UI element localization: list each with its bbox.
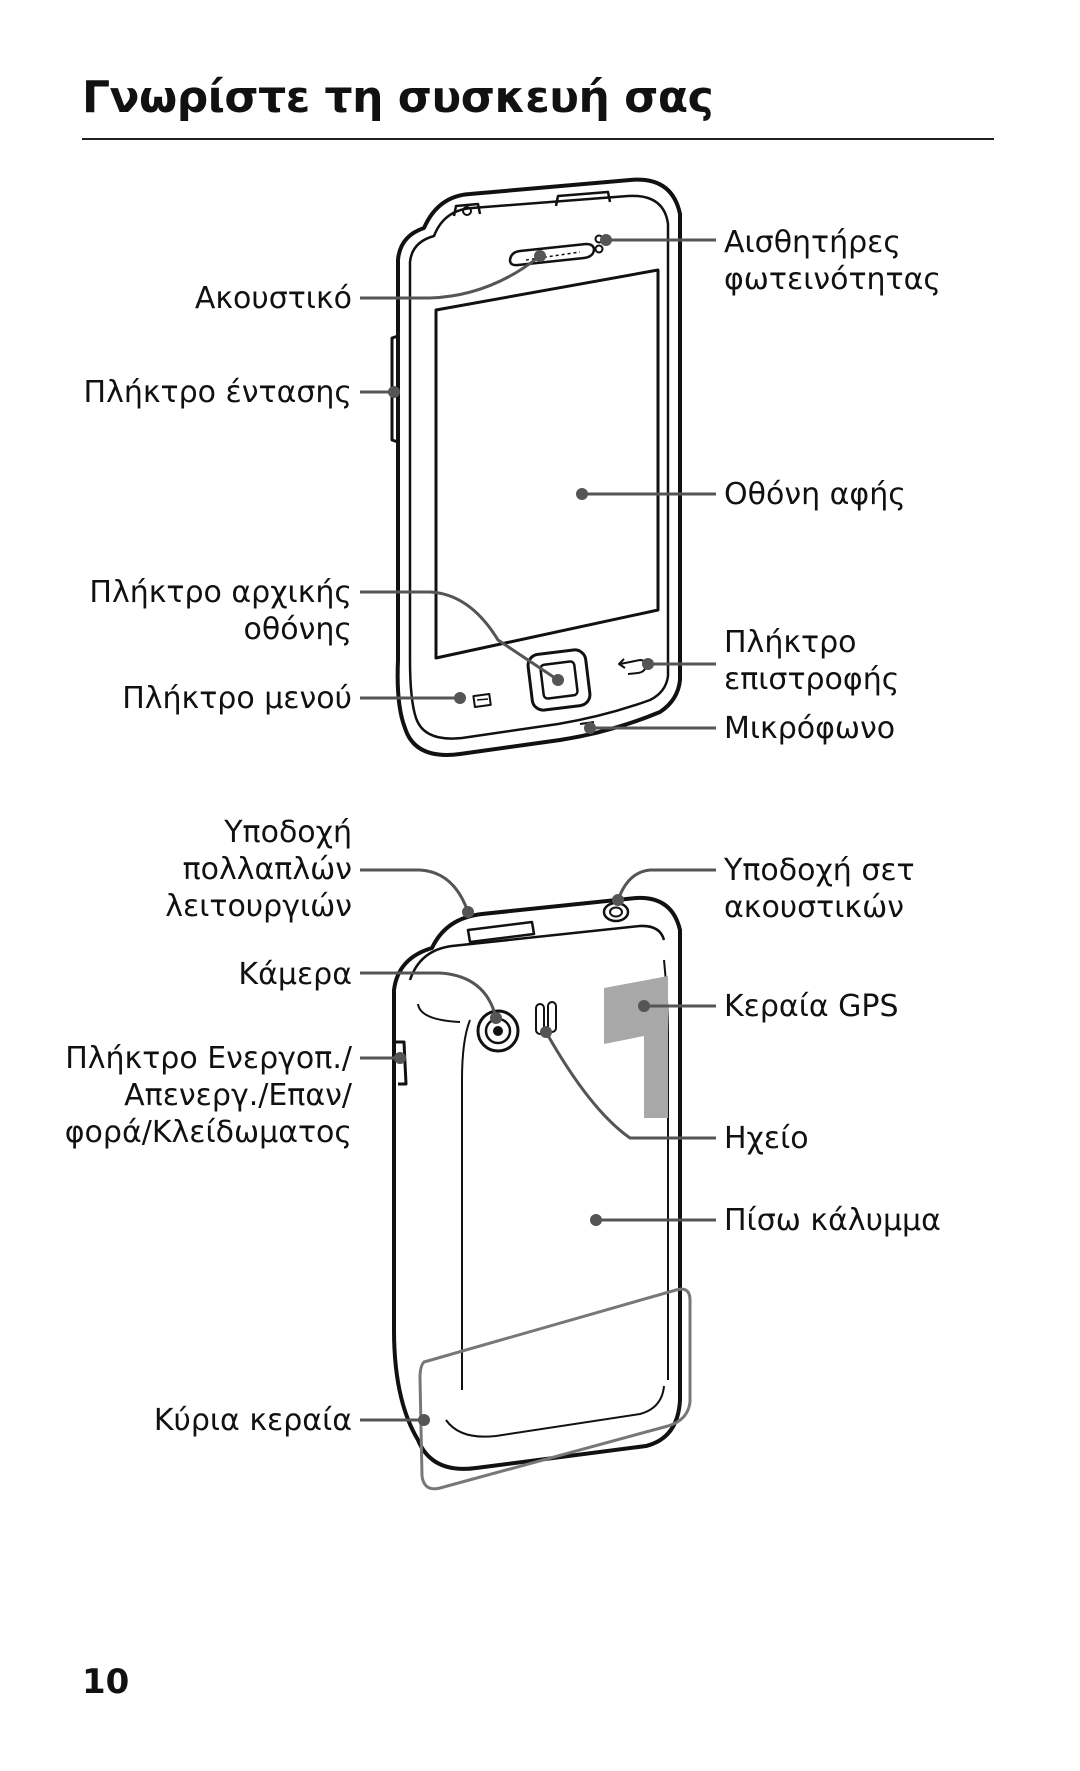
callout-lines	[360, 238, 716, 1422]
label-back-key-line2: επιστροφής	[724, 662, 900, 697]
page-title: Γνωρίστε τη συσκευή σας	[82, 72, 714, 123]
label-home-key: Πλήκτρο αρχικής οθόνης	[89, 574, 352, 648]
label-back-key-line1: Πλήκτρο	[724, 625, 857, 660]
label-headset-jack: Υποδοχή σετ ακουστικών	[724, 852, 915, 926]
label-home-key-line1: Πλήκτρο αρχικής	[89, 575, 352, 610]
callout-dots	[388, 234, 654, 1426]
label-power-key-line2: Απενεργ./Επαν/	[124, 1078, 352, 1113]
label-light-sensor-line2: φωτεινότητας	[724, 262, 941, 297]
label-menu-key: Πλήκτρο μενού	[122, 681, 352, 716]
label-camera: Κάμερα	[238, 957, 352, 992]
gps-antenna-area	[604, 976, 668, 1118]
main-antenna-area	[418, 1287, 692, 1491]
front-phone	[390, 177, 682, 757]
label-back-cover: Πίσω κάλυμμα	[724, 1203, 941, 1238]
label-multi-jack-line3: λειτουργιών	[165, 889, 352, 924]
label-microphone: Μικρόφωνο	[724, 711, 896, 746]
label-multi-jack: Υποδοχή πολλαπλών λειτουργιών	[165, 814, 352, 925]
label-speaker: Ηχείο	[724, 1121, 809, 1156]
label-headset-jack-line2: ακουστικών	[724, 890, 904, 925]
label-headset-jack-line1: Υποδοχή σετ	[724, 853, 915, 888]
label-earpiece: Ακουστικό	[194, 281, 352, 316]
label-back-key: Πλήκτρο επιστροφής	[724, 624, 899, 698]
label-power-key-line1: Πλήκτρο Ενεργοπ./	[65, 1041, 352, 1076]
label-light-sensor-line1: Αισθητήρες	[724, 225, 901, 260]
label-multi-jack-line2: πολλαπλών	[182, 852, 352, 887]
label-power-key-line3: φορά/Κλείδωματος	[64, 1115, 352, 1150]
label-gps-antenna: Κεραία GPS	[724, 989, 899, 1024]
label-touch-screen: Οθόνη αφής	[724, 477, 906, 512]
label-power-key: Πλήκτρο Ενεργοπ./ Απενεργ./Επαν/ φορά/Κλ…	[65, 1040, 352, 1151]
label-multi-jack-line1: Υποδοχή	[224, 815, 352, 850]
label-main-antenna: Κύρια κεραία	[153, 1403, 352, 1438]
page-number: 10	[82, 1662, 130, 1702]
label-light-sensor: Αισθητήρες φωτεινότητας	[724, 224, 941, 298]
label-home-key-line2: οθόνης	[243, 612, 352, 647]
title-divider	[82, 138, 994, 140]
label-volume-key: Πλήκτρο έντασης	[83, 375, 352, 410]
